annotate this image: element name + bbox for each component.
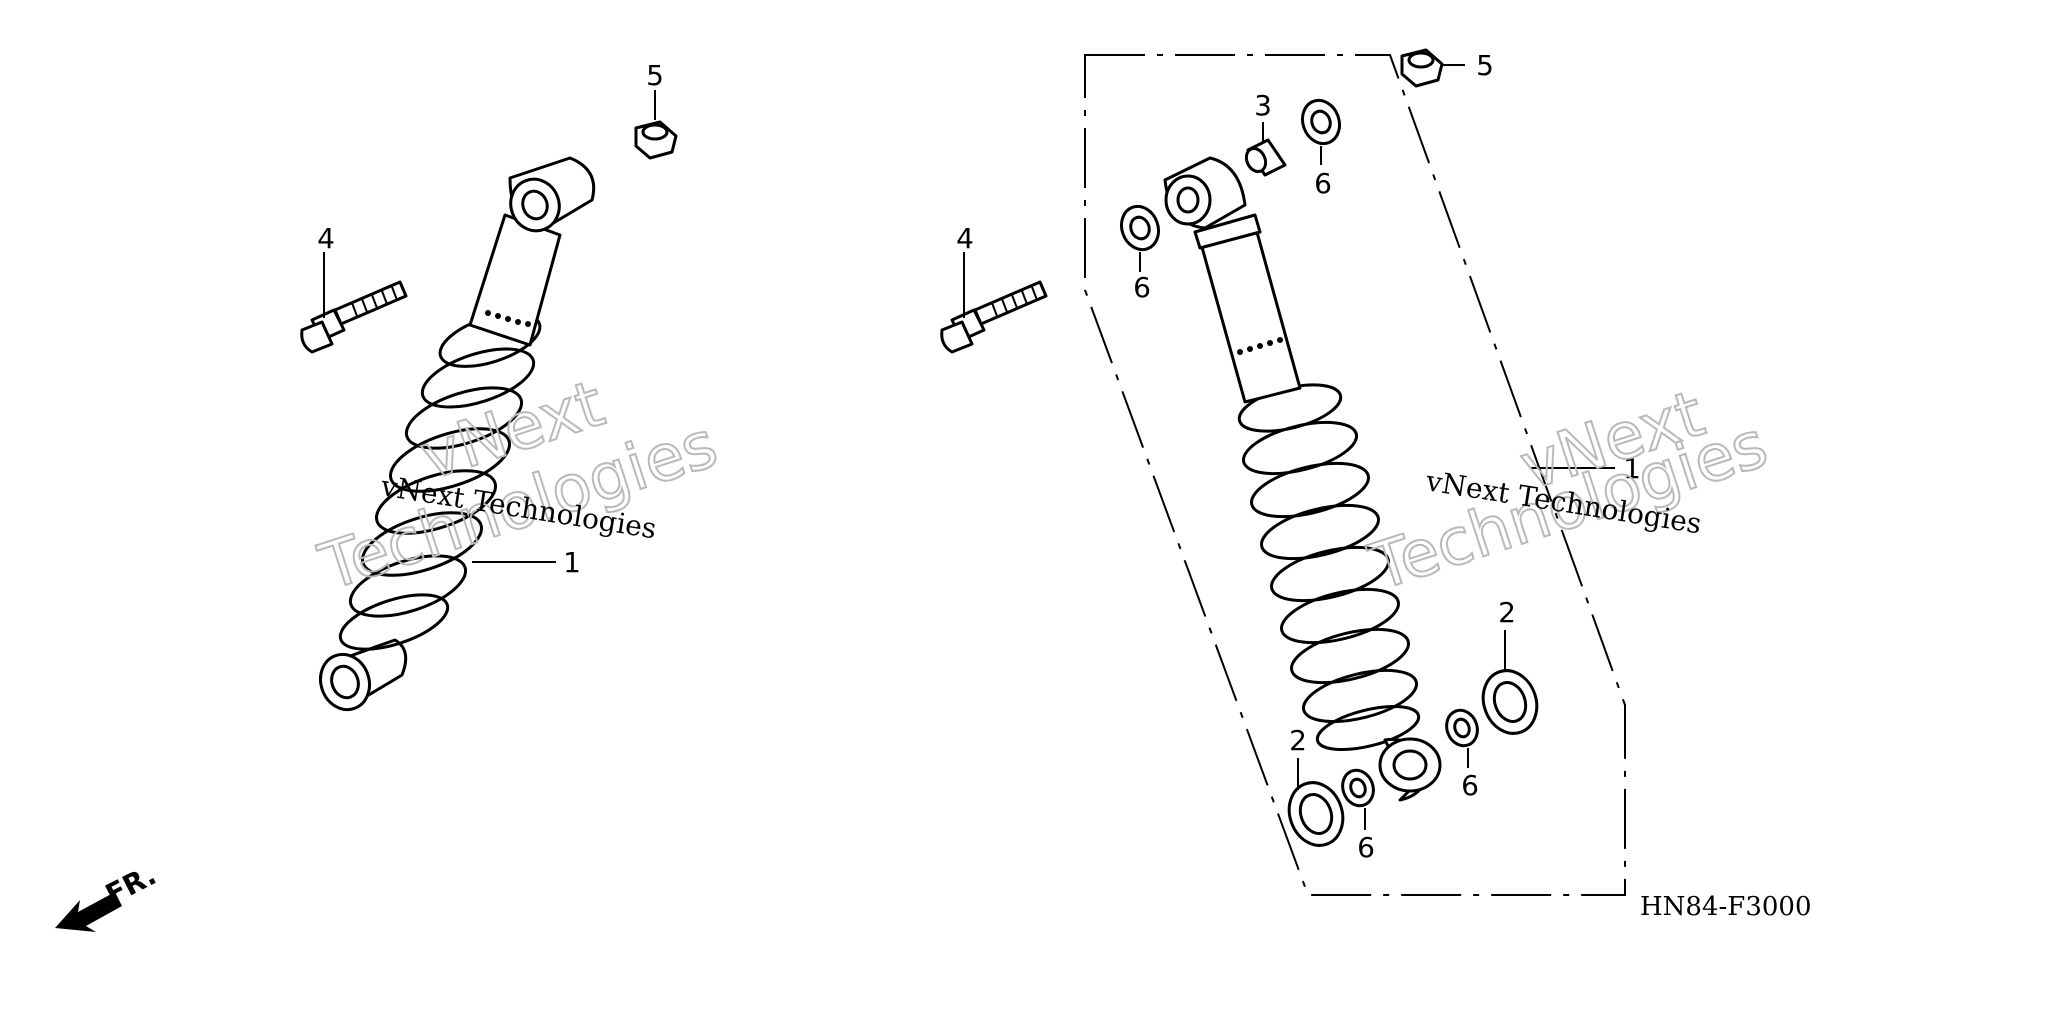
left-shock-spring	[338, 312, 542, 651]
callout-right-nut: 5	[1476, 49, 1494, 82]
drawing-code: HN84-F3000	[1640, 892, 1812, 922]
callout-left-nut: 5	[646, 59, 664, 92]
callout-right-assembly: 1	[1623, 452, 1641, 485]
left-watermark: vNext Technologies vNext Technologies	[310, 366, 727, 606]
front-direction-indicator: FR.	[55, 858, 161, 932]
bearing-bottom-left	[1341, 768, 1375, 830]
left-shock-body	[468, 213, 562, 347]
callout-bearing-top-left: 6	[1133, 271, 1151, 304]
seal-right	[1481, 630, 1539, 735]
callout-right-bolt: 4	[956, 222, 974, 255]
right-bolt	[940, 280, 1048, 354]
right-watermark: vNext Technologies vNext Technologies	[1360, 376, 1777, 606]
callout-right-collar: 3	[1254, 89, 1272, 122]
assembly-boundary	[1084, 54, 1626, 896]
bearing-top-left	[1119, 204, 1161, 272]
bearing-bottom-right	[1445, 708, 1479, 768]
left-bolt	[300, 280, 408, 354]
right-shock-body	[1193, 213, 1302, 404]
right-shock-upper-eye	[1163, 156, 1247, 230]
callout-left-shock: 1	[563, 546, 581, 579]
callout-left-bolt: 4	[317, 222, 335, 255]
left-shock-absorber	[318, 156, 596, 712]
right-shock-absorber	[1163, 156, 1442, 802]
right-nut	[1400, 48, 1465, 88]
bearing-top-right	[1300, 98, 1342, 165]
left-nut	[634, 120, 678, 160]
callout-bearing-bottom-right: 6	[1461, 769, 1479, 802]
front-arrow-icon	[55, 892, 122, 932]
callout-seal-right: 2	[1498, 596, 1516, 629]
right-leader-lines	[963, 252, 1615, 469]
seal-left	[1287, 758, 1345, 847]
right-collar	[1244, 122, 1287, 177]
callout-bearing-top-right: 6	[1314, 167, 1332, 200]
callout-seal-left: 2	[1289, 724, 1307, 757]
right-shock-lower-eye	[1378, 737, 1442, 802]
left-shock-lower-eye	[318, 638, 408, 712]
left-shock-upper-eye	[508, 156, 596, 233]
callout-bearing-bottom-left: 6	[1357, 831, 1375, 864]
left-leader-lines	[323, 90, 656, 563]
